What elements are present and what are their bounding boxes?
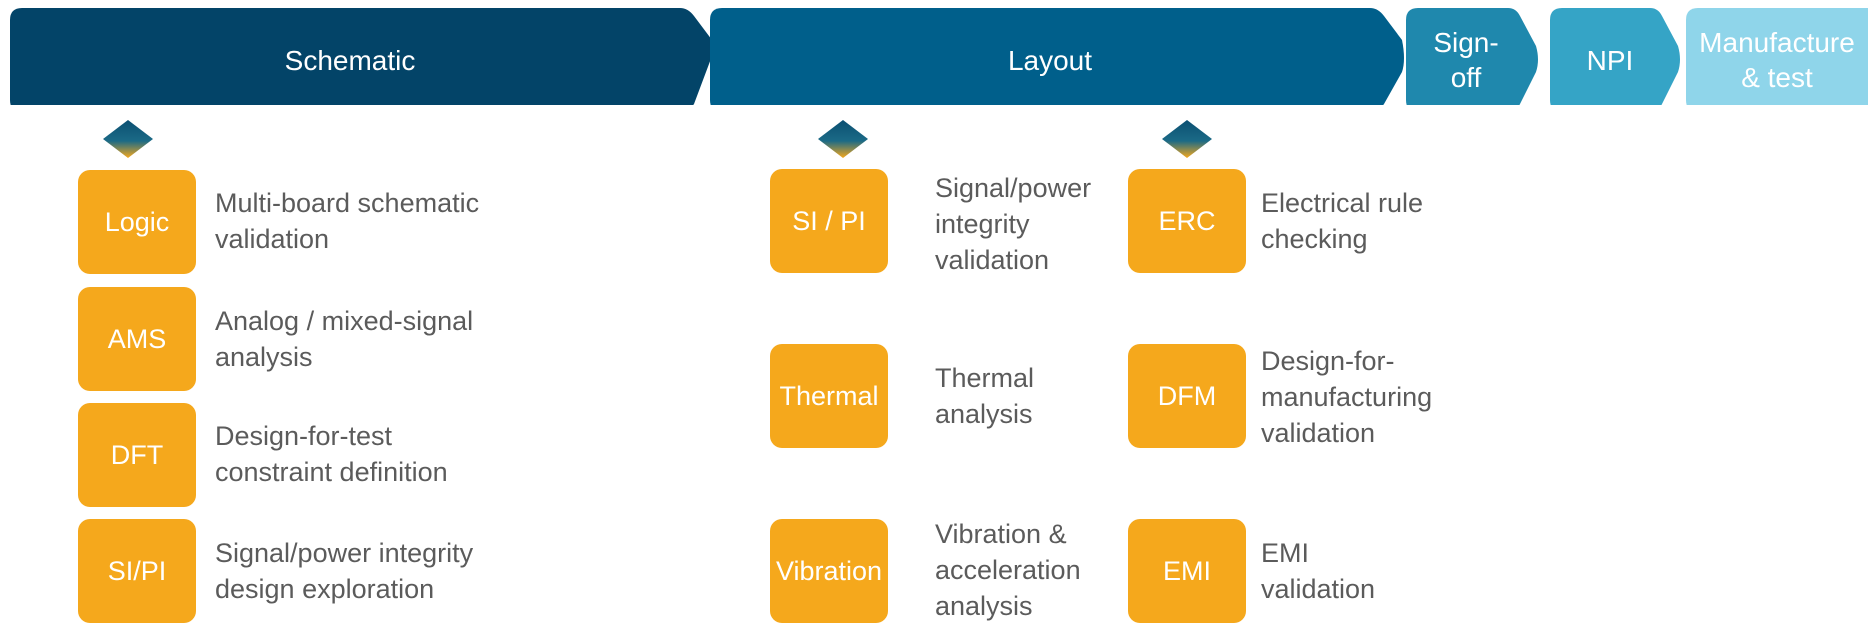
stage-signoff-label-line1: Sign- bbox=[1433, 27, 1499, 58]
badge-logic: Logic bbox=[78, 170, 196, 274]
desc-dfm-line2: manufacturing bbox=[1261, 382, 1433, 412]
schematic-stage-shape bbox=[10, 8, 714, 105]
desc-emi-line2: validation bbox=[1261, 574, 1376, 604]
signoff-stage-shape bbox=[1406, 8, 1538, 105]
schematic-diamond-icon bbox=[103, 120, 153, 158]
stage-npi-label: NPI bbox=[1586, 44, 1634, 76]
manufacture-stage-shape bbox=[1686, 8, 1868, 105]
stage-signoff-label-line2: off bbox=[1450, 62, 1482, 93]
stage-signoff: Sign- off bbox=[1406, 8, 1526, 112]
desc-logic-line2: validation bbox=[215, 224, 330, 254]
desc-vibration-line2: acceleration bbox=[935, 555, 1081, 585]
stage-bar bbox=[10, 8, 1868, 105]
badge-thermal: Thermal bbox=[770, 344, 888, 448]
badge-thermal-label: Thermal bbox=[779, 380, 879, 411]
stage-schematic: Schematic bbox=[10, 8, 690, 112]
desc-thermal: Thermal analysis bbox=[935, 360, 1034, 432]
desc-layout-sipi-line3: validation bbox=[935, 245, 1050, 275]
desc-ams: Analog / mixed-signal analysis bbox=[215, 303, 473, 375]
layout-stage-shape bbox=[710, 8, 1404, 105]
desc-dft-line2: constraint definition bbox=[215, 457, 448, 487]
badge-erc: ERC bbox=[1128, 169, 1246, 273]
desc-thermal-line2: analysis bbox=[935, 399, 1033, 429]
desc-ams-line2: analysis bbox=[215, 342, 313, 372]
desc-ams-line1: Analog / mixed-signal bbox=[215, 306, 474, 336]
badge-dft-label: DFT bbox=[110, 439, 164, 470]
desc-logic-line1: Multi-board schematic bbox=[215, 188, 480, 218]
desc-sipi-line2: design exploration bbox=[215, 574, 435, 604]
stage-manufacture-label-line2: & test bbox=[1741, 62, 1813, 93]
badge-ams: AMS bbox=[78, 287, 196, 391]
stage-layout: Layout bbox=[710, 8, 1390, 112]
desc-layout-sipi-line1: Signal/power bbox=[935, 173, 1092, 203]
badge-dfm: DFM bbox=[1128, 344, 1246, 448]
stage-manufacture-label-line1: Manufacture bbox=[1699, 27, 1855, 58]
desc-vibration-line1: Vibration & bbox=[935, 519, 1067, 549]
badge-sipi: SI/PI bbox=[78, 519, 196, 623]
desc-emi-line1: EMI bbox=[1261, 538, 1310, 568]
desc-sipi-line1: Signal/power integrity bbox=[215, 538, 474, 568]
desc-dft: Design-for-test constraint definition bbox=[215, 418, 448, 490]
badge-dft: DFT bbox=[78, 403, 196, 507]
badge-erc-label: ERC bbox=[1158, 205, 1216, 236]
badge-emi: EMI bbox=[1128, 519, 1246, 623]
desc-erc-line1: Electrical rule bbox=[1261, 188, 1424, 218]
desc-dfm-line3: validation bbox=[1261, 418, 1376, 448]
badge-layout-sipi-label: SI / PI bbox=[792, 205, 866, 236]
layout-diamond-icon bbox=[818, 120, 868, 158]
desc-layout-sipi: Signal/power integrity validation bbox=[935, 170, 1091, 278]
desc-dft-line1: Design-for-test bbox=[215, 421, 393, 451]
badge-sipi-label: SI/PI bbox=[107, 555, 167, 586]
badge-ams-label: AMS bbox=[107, 323, 167, 354]
desc-erc: Electrical rule checking bbox=[1261, 185, 1423, 257]
stage-layout-label: Layout bbox=[1007, 44, 1093, 76]
badge-dfm-label: DFM bbox=[1157, 380, 1217, 411]
desc-dfm: Design-for- manufacturing validation bbox=[1261, 343, 1432, 451]
badge-emi-label: EMI bbox=[1162, 555, 1211, 586]
desc-erc-line2: checking bbox=[1261, 224, 1368, 254]
badge-layout-sipi: SI / PI bbox=[770, 169, 888, 273]
npi-stage-shape bbox=[1550, 8, 1680, 105]
desc-vibration-line3: analysis bbox=[935, 591, 1033, 621]
stage-manufacture: Manufacture & test bbox=[1686, 8, 1868, 112]
desc-sipi: Signal/power integrity design exploratio… bbox=[215, 535, 473, 607]
stage-npi: NPI bbox=[1550, 8, 1670, 112]
desc-logic: Multi-board schematic validation bbox=[215, 185, 479, 257]
desc-emi: EMI validation bbox=[1261, 535, 1375, 607]
desc-layout-sipi-line2: integrity bbox=[935, 209, 1030, 239]
badge-logic-label: Logic bbox=[104, 206, 170, 237]
layout-diamond-icon-2 bbox=[1162, 120, 1212, 158]
desc-thermal-line1: Thermal bbox=[935, 363, 1035, 393]
badge-vibration-label: Vibration bbox=[775, 555, 883, 586]
badge-vibration: Vibration bbox=[770, 519, 888, 623]
stage-schematic-label: Schematic bbox=[284, 44, 416, 76]
desc-vibration: Vibration & acceleration analysis bbox=[935, 516, 1081, 624]
desc-dfm-line1: Design-for- bbox=[1261, 346, 1395, 376]
